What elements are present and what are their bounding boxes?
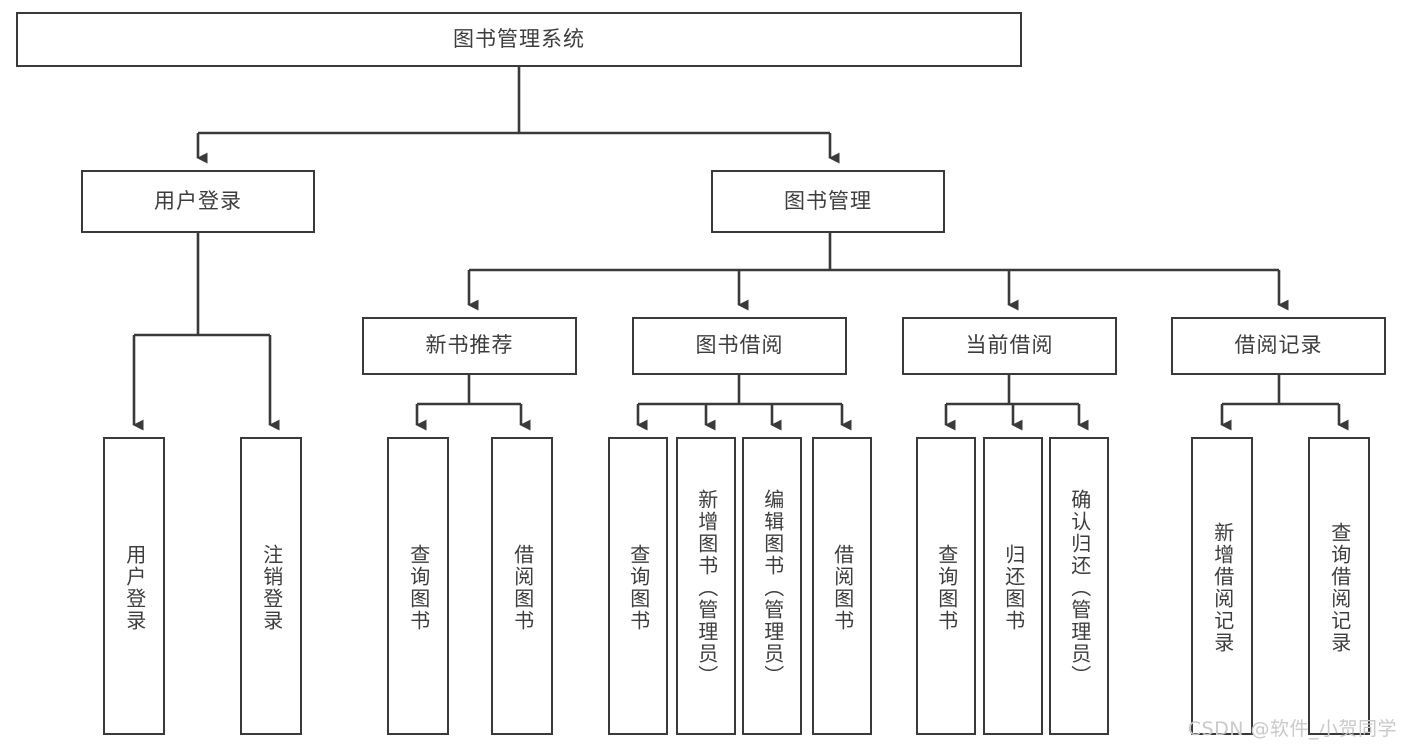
node-new-book-recommend[interactable]: 新书推荐	[362, 317, 577, 375]
node-user-login-label: 用户登录	[154, 188, 242, 213]
leaf-current-return-book[interactable]: 归还图书	[983, 437, 1043, 735]
leaf-borrow-borrow-book-label: 借阅图书	[830, 544, 855, 632]
node-book-management-label: 图书管理	[784, 188, 872, 213]
leaf-current-confirm-return[interactable]: 确认归还（管理员）	[1049, 437, 1109, 735]
leaf-borrow-add-book[interactable]: 新增图书（管理员）	[676, 437, 736, 735]
leaf-borrow-edit-book-label: 编辑图书（管理员）	[760, 489, 785, 687]
node-root-label: 图书管理系统	[453, 26, 585, 51]
leaf-current-query-book[interactable]: 查询图书	[916, 437, 976, 735]
node-new-book-recommend-label: 新书推荐	[425, 333, 514, 358]
leaf-current-query-book-label: 查询图书	[934, 544, 959, 632]
node-book-borrow[interactable]: 图书借阅	[632, 317, 847, 375]
leaf-new-book-query-label: 查询图书	[406, 544, 431, 632]
leaf-current-confirm-return-label: 确认归还（管理员）	[1067, 489, 1092, 687]
node-book-borrow-label: 图书借阅	[695, 333, 784, 358]
node-root[interactable]: 图书管理系统	[16, 12, 1022, 67]
node-current-borrow-label: 当前借阅	[965, 333, 1054, 358]
leaf-borrow-add-book-label: 新增图书（管理员）	[694, 489, 719, 687]
leaf-record-add[interactable]: 新增借阅记录	[1191, 437, 1253, 735]
leaf-new-book-query[interactable]: 查询图书	[387, 437, 449, 735]
leaf-new-book-borrow[interactable]: 借阅图书	[491, 437, 553, 735]
leaf-user-login-signout-label: 注销登录	[259, 544, 284, 632]
leaf-borrow-query-book[interactable]: 查询图书	[608, 437, 668, 735]
leaf-record-query[interactable]: 查询借阅记录	[1308, 437, 1370, 735]
leaf-new-book-borrow-label: 借阅图书	[510, 544, 535, 632]
leaf-user-login-signin-label: 用户登录	[122, 544, 147, 632]
node-borrow-record-label: 借阅记录	[1234, 333, 1323, 358]
node-user-login[interactable]: 用户登录	[81, 170, 315, 233]
leaf-borrow-borrow-book[interactable]: 借阅图书	[812, 437, 872, 735]
leaf-borrow-edit-book[interactable]: 编辑图书（管理员）	[742, 437, 802, 735]
leaf-record-query-label: 查询借阅记录	[1327, 522, 1352, 654]
node-current-borrow[interactable]: 当前借阅	[902, 317, 1117, 375]
leaf-borrow-query-book-label: 查询图书	[626, 544, 651, 632]
leaf-user-login-signin[interactable]: 用户登录	[103, 437, 165, 735]
leaf-current-return-book-label: 归还图书	[1001, 544, 1026, 632]
leaf-user-login-signout[interactable]: 注销登录	[240, 437, 302, 735]
leaf-record-add-label: 新增借阅记录	[1210, 522, 1235, 654]
node-borrow-record[interactable]: 借阅记录	[1171, 317, 1386, 375]
node-book-management[interactable]: 图书管理	[711, 170, 945, 233]
